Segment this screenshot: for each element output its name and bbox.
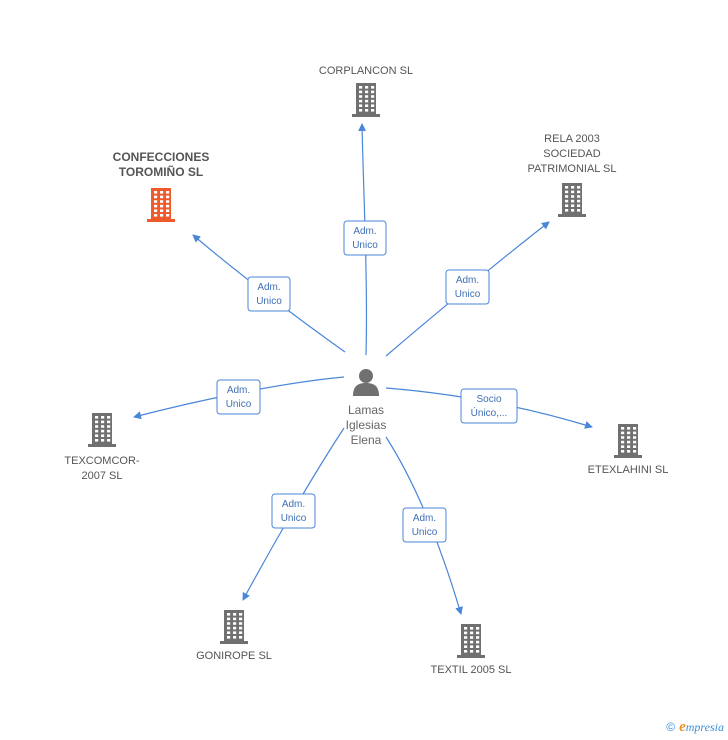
company-label-gonirope[interactable]: GONIROPE SL <box>196 650 272 662</box>
company-label-confecciones[interactable]: CONFECCIONES TOROMIÑO SL <box>112 150 210 179</box>
role-text: Adm. <box>413 513 436 524</box>
role-label-confecciones: Adm. Unico <box>247 276 291 312</box>
building-icon-gonirope[interactable] <box>220 610 248 644</box>
person-icon <box>353 369 379 396</box>
role-text: Adm. <box>282 499 305 510</box>
role-text: Adm. <box>257 282 280 293</box>
building-icon-texcomcor[interactable] <box>88 413 116 447</box>
role-label-rela2003: Adm. Unico <box>445 269 490 305</box>
role-text: Adm. <box>456 275 479 286</box>
role-text: Adm. <box>227 385 250 396</box>
role-label-texcomcor: Adm. Unico <box>216 379 261 415</box>
role-label-corplancon: Adm. Unico <box>343 220 387 256</box>
building-icon-corplancon[interactable] <box>352 83 380 117</box>
role-label-etexlahini: SocioÚnico,... <box>460 388 518 424</box>
role-text: Unico <box>455 289 481 300</box>
footer-brand: ©empresia <box>666 719 724 736</box>
company-label-etexlahini[interactable]: ETEXLAHINI SL <box>587 464 669 476</box>
building-icon-etexlahini[interactable] <box>614 424 642 458</box>
company-label-texcomcor[interactable]: TEXCOMCOR- 2007 SL <box>64 455 140 482</box>
role-label-gonirope: Adm. Unico <box>271 493 316 529</box>
company-label-rela2003[interactable]: RELA 2003 SOCIEDAD PATRIMONIAL SL <box>527 133 617 175</box>
role-text: Socio <box>476 394 501 405</box>
company-label-textil2005[interactable]: TEXTIL 2005 SL <box>430 664 512 676</box>
building-icon-rela2003[interactable] <box>558 183 586 217</box>
building-icon-confecciones[interactable] <box>147 188 175 222</box>
role-text: Unico <box>352 240 378 251</box>
brand-initial: e <box>679 719 686 735</box>
role-text: Unico <box>412 527 438 538</box>
copyright-icon: © <box>666 720 676 734</box>
brand-name: mpresia <box>685 720 724 734</box>
role-text: Unico <box>281 513 307 524</box>
role-text: Unico <box>256 296 282 307</box>
company-label-corplancon[interactable]: CORPLANCON SL <box>318 65 414 77</box>
role-text: Unico <box>226 399 252 410</box>
role-text: Único,... <box>471 406 508 419</box>
role-text: Adm. <box>353 226 376 237</box>
center-person-label[interactable]: Lamas Iglesias Elena <box>345 403 387 447</box>
building-icon-textil2005[interactable] <box>457 624 485 658</box>
role-label-textil2005: Adm. Unico <box>402 507 447 543</box>
